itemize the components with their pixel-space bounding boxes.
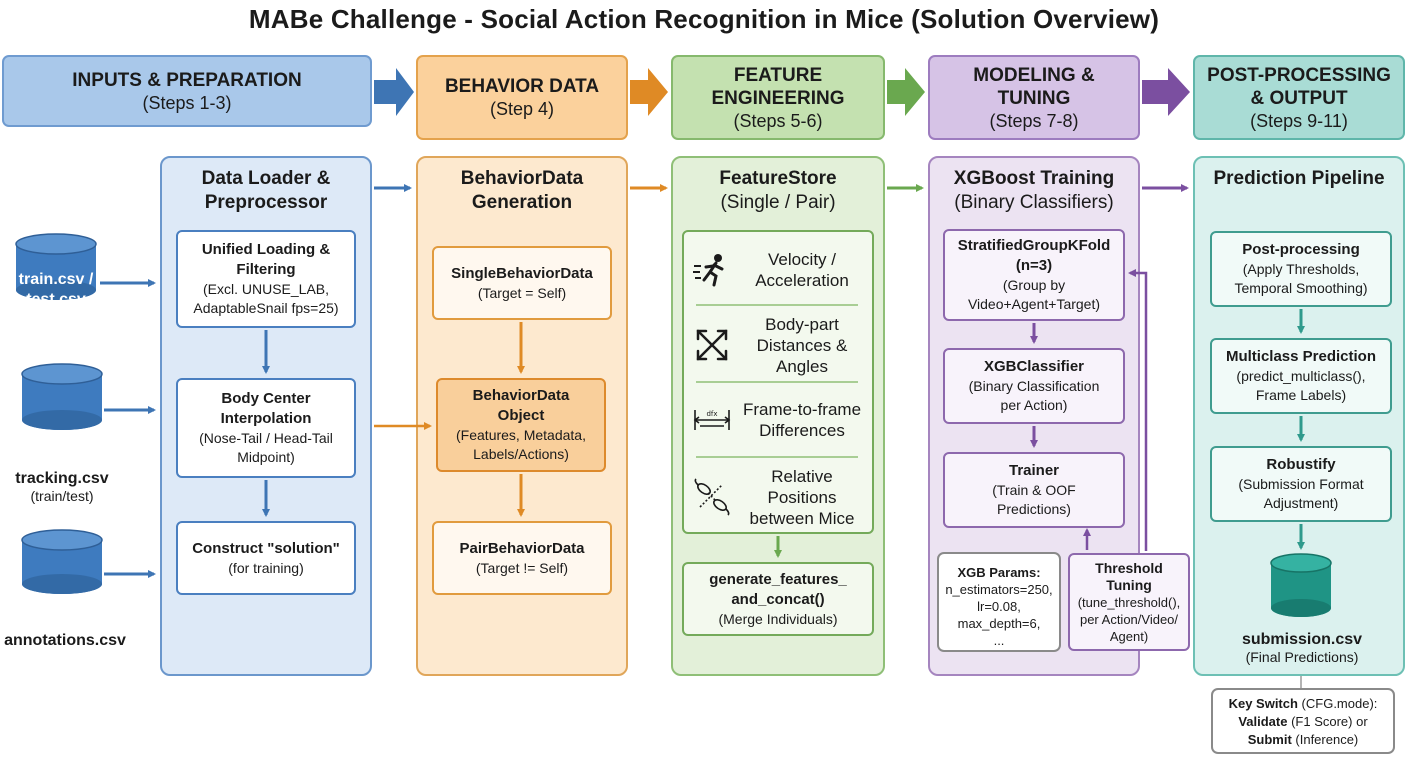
feature-relative-positions: Relative Positions between Mice [684, 462, 872, 532]
featurestore-title: FeatureStore (Single / Pair) [719, 168, 837, 213]
stage-arrow [630, 68, 668, 116]
stage-arrow [1142, 68, 1190, 116]
box-xgb-params: XGB Params: n_estimators=250, lr=0.08, m… [937, 552, 1061, 652]
box-generate-features: generate_features_ and_concat() (Merge I… [682, 562, 874, 636]
feature-distances: Body-part Distances & Angles [684, 310, 872, 380]
box-multiclass-prediction: Multiclass Prediction (predict_multiclas… [1210, 338, 1392, 414]
file-submission: submission.csv (Final Predictions) [1241, 631, 1363, 665]
feature-velocity: Velocity / Acceleration [684, 240, 872, 300]
box-unified-loading: Unified Loading & Filtering (Excl. UNUSE… [176, 230, 356, 328]
page-title: MABe Challenge - Social Action Recogniti… [248, 4, 1160, 34]
stage-steps: (Steps 9-11) [1250, 110, 1348, 131]
key-switch-note: Key Switch (CFG.mode): Validate (F1 Scor… [1211, 688, 1395, 754]
box-behavior-object: BehaviorData Object (Features, Metadata,… [436, 378, 606, 472]
stage-arrow [887, 68, 925, 116]
stage-header-behavior: BEHAVIOR DATA (Step 4) [416, 55, 628, 140]
stage-header-features: FEATURE ENGINEERING (Steps 5-6) [671, 55, 885, 140]
xgboost-title: XGBoost Training (Binary Classifiers) [953, 168, 1115, 213]
feature-frame-diff: dfx Frame-to-frame Differences [684, 390, 872, 450]
box-construct-solution: Construct "solution" (for training) [176, 521, 356, 595]
file-tracking: tracking.csv (train/test) [15, 470, 109, 504]
box-pair-behavior: PairBehaviorData (Target != Self) [432, 521, 612, 595]
box-threshold-tuning: Threshold Tuning (tune_threshold(), per … [1068, 553, 1190, 651]
ruler-measure-icon: dfx [693, 410, 731, 430]
box-stratified-kfold: StratifiedGroupKFold (n=3) (Group by Vid… [943, 229, 1125, 321]
stage-header-modeling: MODELING & TUNING (Steps 7-8) [928, 55, 1140, 140]
box-xgbclassifier: XGBClassifier (Binary Classification per… [943, 348, 1125, 424]
box-robustify: Robustify (Submission Format Adjustment) [1210, 446, 1392, 522]
stage-title: TUNING [997, 87, 1071, 109]
stage-title: FEATURE [733, 64, 823, 86]
stage-header-inputs: INPUTS & PREPARATION (Steps 1-3) [2, 55, 372, 127]
database-cylinder-icon [21, 529, 103, 594]
file-annotations: annotations.csv [4, 632, 126, 649]
stage-steps: (Steps 7-8) [989, 110, 1079, 131]
stage-title: POST-PROCESSING [1207, 64, 1391, 86]
box-trainer: Trainer (Train & OOF Predictions) [943, 452, 1125, 528]
stage-header-postproc: POST-PROCESSING & OUTPUT (Steps 9-11) [1193, 55, 1405, 140]
box-post-processing: Post-processing (Apply Thresholds, Tempo… [1210, 231, 1392, 307]
linked-mice-icon [694, 478, 730, 516]
prediction-title: Prediction Pipeline [1213, 168, 1385, 189]
stage-title: INPUTS & PREPARATION [72, 69, 302, 91]
stage-steps: (Steps 5-6) [733, 110, 823, 131]
box-single-behavior: SingleBehaviorData (Target = Self) [432, 246, 612, 320]
stage-title: BEHAVIOR DATA [444, 76, 600, 97]
stage-title: & OUTPUT [1250, 87, 1348, 109]
behavior-title: BehaviorData Generation [460, 168, 584, 213]
stage-title: MODELING & [973, 64, 1095, 86]
database-cylinder-icon [21, 363, 103, 430]
expand-arrows-icon [696, 329, 728, 361]
stage-title: ENGINEERING [711, 87, 845, 109]
stage-steps: (Step 4) [489, 99, 555, 119]
stage-arrow [374, 68, 414, 116]
file-train-test: train.csv / test.csv [18, 271, 94, 308]
svg-text:dfx: dfx [706, 410, 717, 418]
running-person-icon [693, 254, 724, 287]
stage-steps: (Steps 1-3) [142, 92, 232, 113]
box-body-center: Body Center Interpolation (Nose-Tail / H… [176, 378, 356, 478]
loader-title: Data Loader & Preprocessor [201, 168, 331, 213]
